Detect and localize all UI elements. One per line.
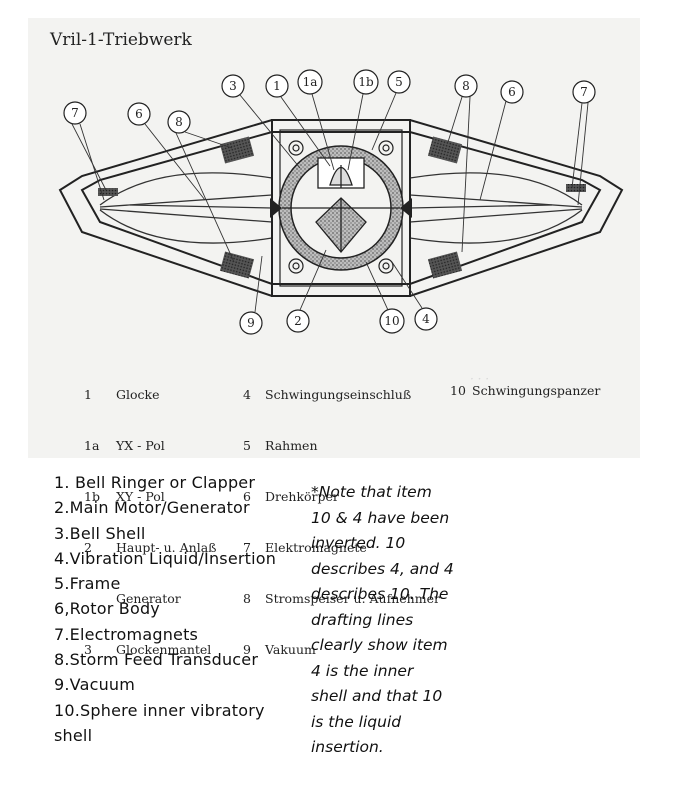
right-rotor-body (409, 172, 583, 244)
translation-item: 5.Frame (54, 574, 121, 594)
bell-clapper (317, 157, 365, 189)
translation-item: 6,Rotor Body (54, 599, 160, 619)
translation-item: 1. Bell Ringer or Clapper (54, 473, 256, 492)
callout-1: 1 (273, 79, 281, 93)
leader-lines (71, 92, 589, 313)
note-line: insertion. (311, 738, 384, 756)
callout-9: 9 (247, 316, 255, 330)
translation-item: 7.Electromagnets (54, 624, 199, 644)
translation-item: shell (54, 725, 93, 745)
callout-markers (63, 69, 596, 335)
note-line: 4 is the inner (311, 661, 414, 680)
callout-1b: 1b (358, 75, 374, 89)
callout-8-left: 8 (175, 115, 183, 129)
callout-4: 4 (422, 312, 430, 326)
callout-7-right: 7 (580, 85, 588, 99)
translation-item: 9.Vacuum (54, 675, 136, 695)
bleed-through-text: · · · (470, 372, 490, 386)
diagram-title: Vril-1-Triebwerk (50, 30, 192, 50)
callout-2: 2 (294, 314, 302, 328)
callout-3: 3 (229, 79, 237, 93)
callout-7-left: 7 (71, 106, 79, 120)
note-line: shell and that 10 (311, 687, 443, 705)
callout-6-right: 6 (508, 85, 516, 99)
translation-item: 10.Sphere inner vibratory (54, 700, 265, 720)
translation-item: 3.Bell Shell (54, 523, 146, 543)
callout-8-right: 8 (462, 79, 470, 93)
note-line: inverted. 10 (311, 534, 406, 552)
note-line: *Note that item (311, 483, 432, 501)
translation-list: 1. Bell Ringer or Clapper 2.Main Motor/G… (54, 470, 276, 748)
left-rotor-body (99, 172, 273, 244)
callout-1a: 1a (303, 75, 318, 89)
callout-5: 5 (395, 75, 403, 89)
callout-10: 10 (384, 314, 399, 328)
note-line: describes 4, and 4 (311, 559, 454, 578)
generator (282, 197, 400, 254)
electromagnet-blocks (98, 136, 586, 279)
note-line: drafting lines (311, 610, 414, 629)
callout-6-left: 6 (135, 107, 143, 121)
note-line: clearly show item (311, 636, 448, 654)
outer-hull (58, 119, 624, 297)
note-line: is the liquid (311, 712, 402, 731)
translation-item: 2.Main Motor/Generator (54, 498, 250, 518)
note-line: describes 10. The (311, 585, 449, 603)
note-line: 10 & 4 have been (311, 508, 450, 527)
key-item: Generator (116, 591, 181, 606)
translation-item: 8.Storm Feed Transducer (54, 650, 259, 670)
translation-item: 4.Vibration Liquid/Insertion (54, 548, 277, 568)
inversion-note: *Note that item 10 & 4 have been inverte… (311, 480, 486, 761)
corner-bearings (288, 140, 394, 274)
